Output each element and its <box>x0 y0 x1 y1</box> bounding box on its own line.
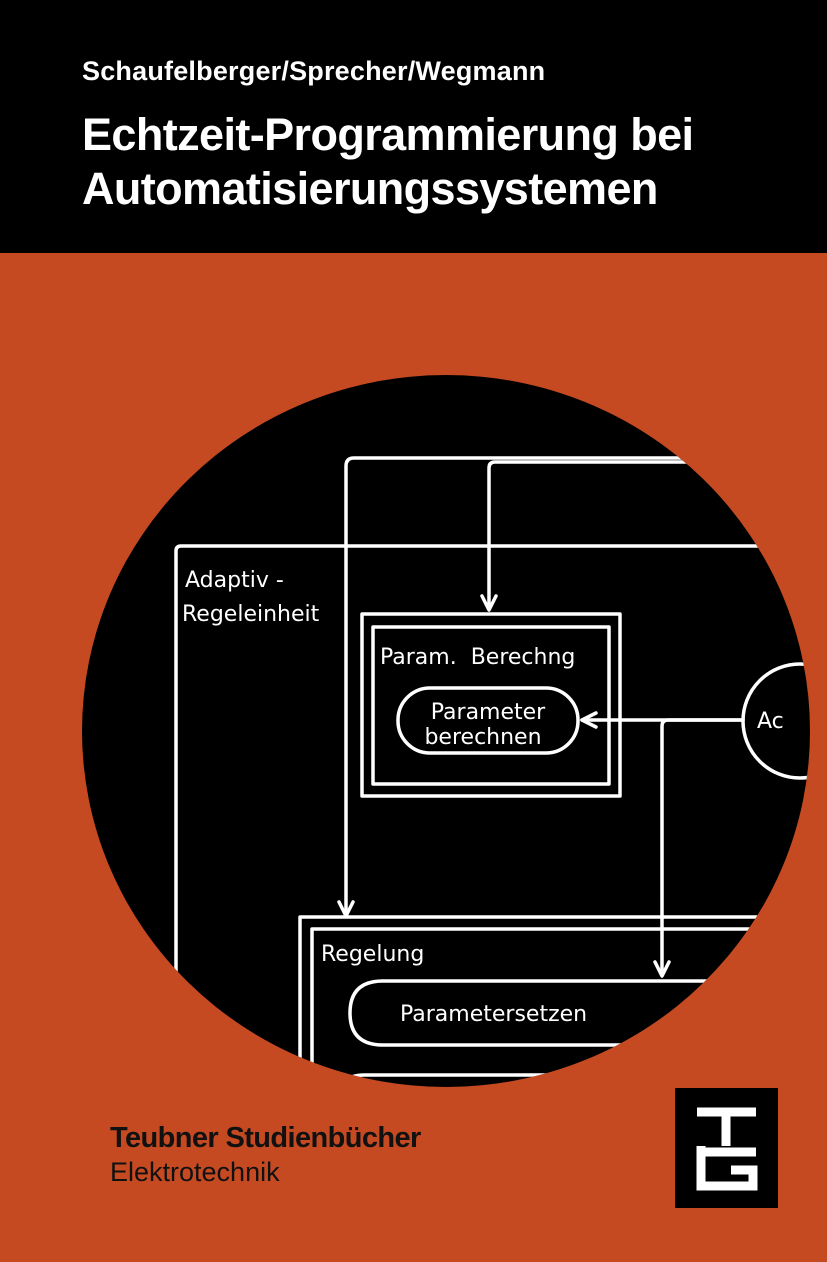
adaptiv-label-2: Regeleinheit <box>182 602 320 627</box>
regelung-node-label: Parametersetzen <box>400 1002 587 1027</box>
regelung-label: Regelung <box>321 942 424 967</box>
feedback-line-center <box>487 460 810 609</box>
title-line-1: Echtzeit-Programmierung bei <box>82 109 694 160</box>
arrowhead-param <box>480 594 498 612</box>
param-node-label-1: Parameter <box>431 700 546 725</box>
title-banner: Schaufelberger/Sprecher/Wegmann Echtzeit… <box>0 0 827 253</box>
adaptiv-label-1: Adaptiv - <box>185 568 284 593</box>
book-title: Echtzeit-Programmierung bei Automatisier… <box>82 108 694 216</box>
authors: Schaufelberger/Sprecher/Wegmann <box>82 56 546 86</box>
arrowhead-side <box>580 711 598 729</box>
param-box-label: Param. Berechng <box>380 645 575 670</box>
diagram-circle <box>82 375 810 1087</box>
teubner-tg-logo-icon: TG <box>675 1088 778 1208</box>
param-box-outer <box>360 612 622 798</box>
arrowhead-down <box>653 960 671 978</box>
series-name: Teubner Studienbücher <box>110 1122 421 1154</box>
series-subject: Elektrotechnik <box>110 1157 280 1187</box>
adaptiv-box <box>174 544 810 1087</box>
param-box-inner <box>371 625 611 786</box>
down-to-regelung-line <box>660 718 745 977</box>
series-block: Teubner Studienbücher Elektrotechnik <box>110 1121 421 1189</box>
side-node-label: Ac <box>757 709 784 734</box>
regelung-node <box>348 979 810 1047</box>
param-node-label-2: berechnen <box>424 725 541 750</box>
regelung-box-inner <box>310 927 810 1087</box>
title-line-2: Automatisierungssystemen <box>82 163 658 214</box>
param-node <box>396 686 580 755</box>
regelung-box-outer <box>298 915 810 1087</box>
feedback-line-left <box>344 456 810 917</box>
